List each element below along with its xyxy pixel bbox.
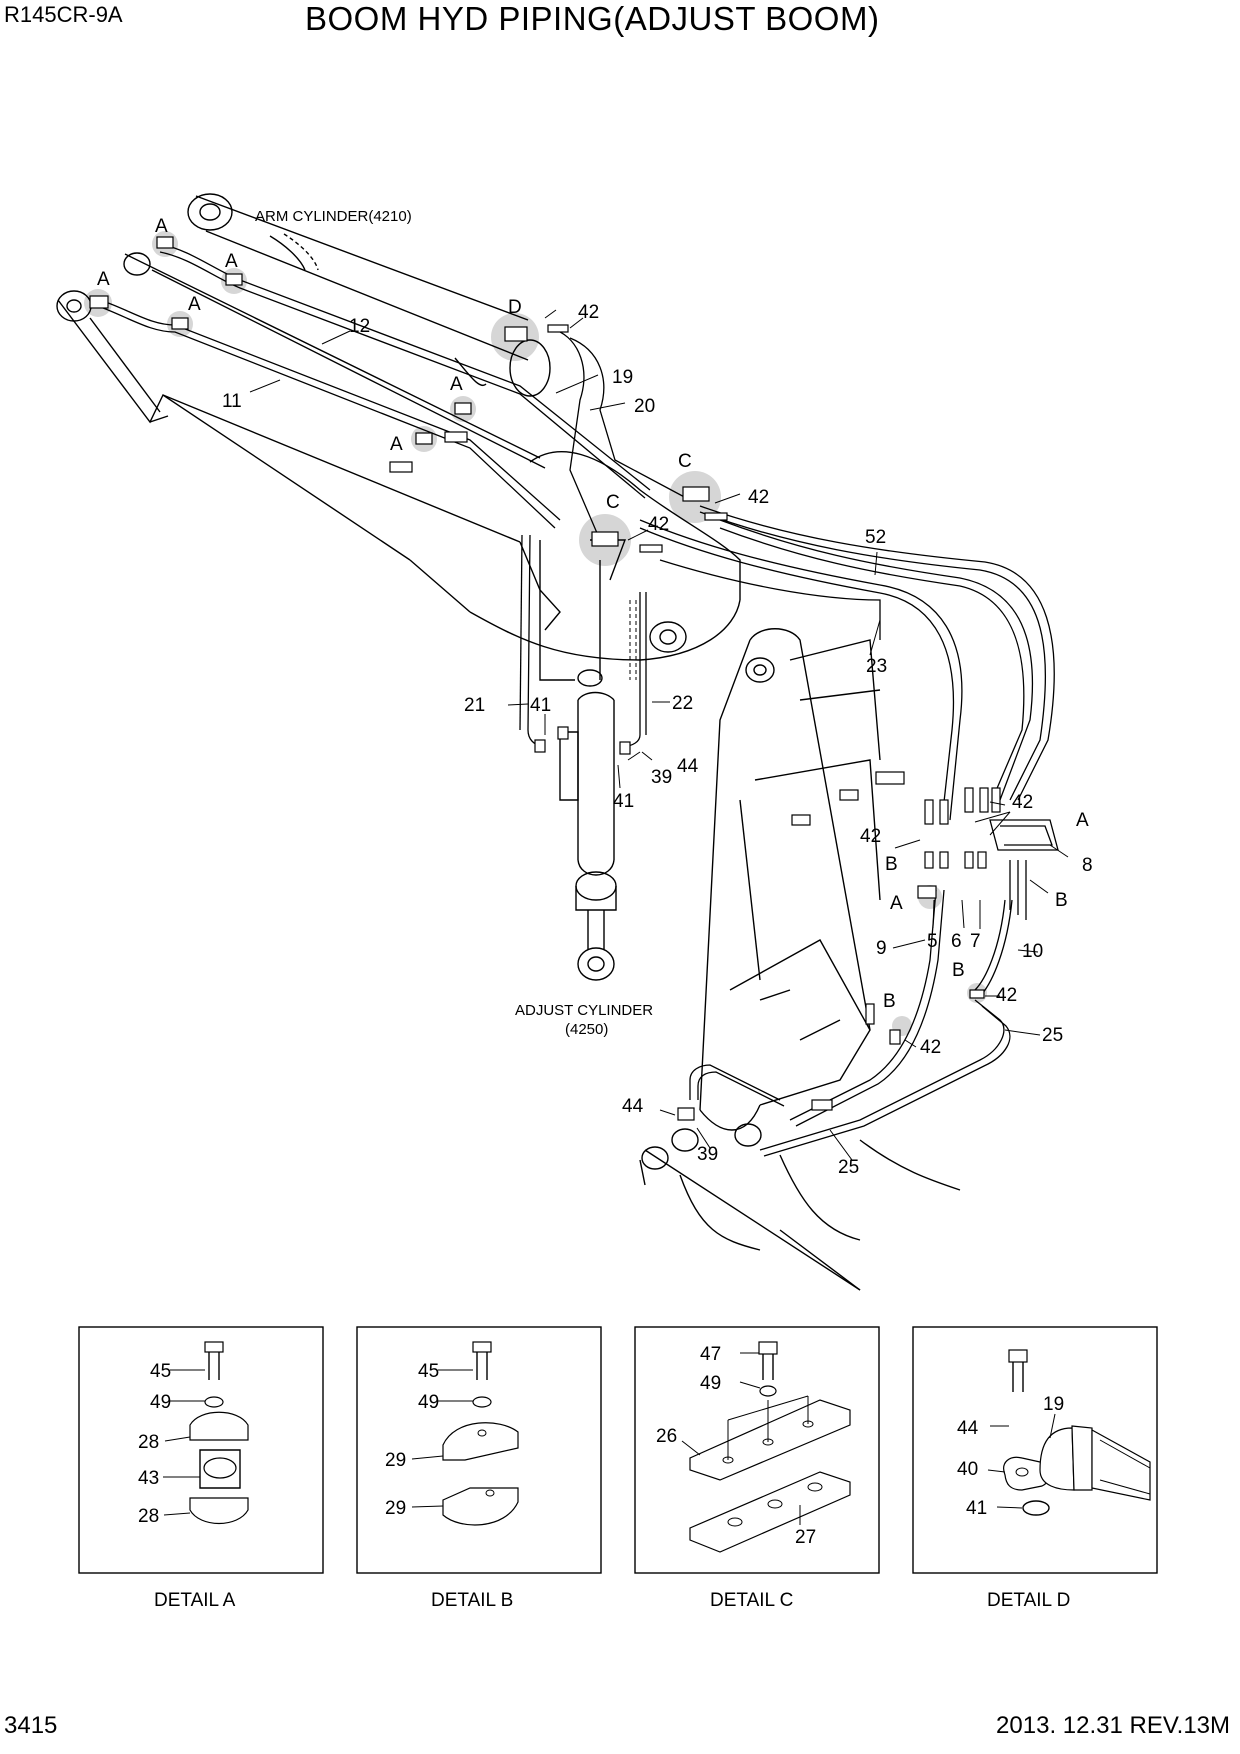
part-label-42: 42 [648, 514, 669, 535]
part-label-6: 6 [951, 931, 962, 952]
ref-a: A [890, 893, 903, 914]
main-illustration: ARM CYLINDER(4210) ADJUST CYLINDER (4250… [56, 193, 1093, 1291]
part-label-12: 12 [349, 316, 370, 337]
part-label-39: 39 [697, 1144, 718, 1165]
ref-b: B [952, 960, 965, 981]
part-label-42: 42 [920, 1037, 941, 1058]
ref-a: A [390, 434, 403, 455]
ref-b: B [885, 854, 898, 875]
detail-d-label-19: 19 [1043, 1394, 1064, 1415]
part-label-39: 39 [651, 767, 672, 788]
part-label-44: 44 [677, 756, 699, 777]
ref-a: A [155, 216, 168, 237]
ref-a: A [450, 374, 463, 395]
revision-date: 2013. 12.31 REV.13M [996, 1712, 1230, 1739]
detail-a-label-28: 28 [138, 1506, 159, 1527]
detail-a-caption: DETAIL A [154, 1590, 236, 1611]
detail-b-caption: DETAIL B [431, 1590, 513, 1611]
adjust-cylinder-caption: ADJUST CYLINDER [515, 1002, 653, 1019]
detail-c-label-26: 26 [656, 1426, 677, 1447]
part-label-52: 52 [865, 527, 886, 548]
detail-b-label-49: 49 [418, 1392, 439, 1413]
arm-cylinder-caption: ARM CYLINDER(4210) [255, 208, 412, 225]
detail-a-panel: 45 49 28 43 28 DETAIL A [78, 1326, 324, 1611]
part-label-11: 11 [222, 391, 242, 412]
ref-a: A [1076, 810, 1089, 831]
part-label-42: 42 [996, 985, 1017, 1006]
arm-cylinder [187, 193, 551, 397]
part-label-10: 10 [1022, 941, 1043, 962]
part-label-21: 21 [464, 695, 485, 716]
leader-lines [249, 309, 1069, 1161]
detail-d-label-41: 41 [966, 1498, 987, 1519]
part-label-19: 19 [612, 367, 633, 388]
adjust-cylinder [559, 669, 617, 981]
detail-a-label-43: 43 [138, 1468, 159, 1489]
part-label-5: 5 [927, 931, 938, 952]
ref-b: B [1055, 890, 1068, 911]
ref-c: C [678, 451, 692, 472]
part-label-42: 42 [578, 302, 599, 323]
detail-a-label-49: 49 [150, 1392, 171, 1413]
detail-b-label-29: 29 [385, 1450, 406, 1471]
detail-b-label-45: 45 [418, 1361, 439, 1382]
detail-a-label-45: 45 [150, 1361, 171, 1382]
detail-d-label-40: 40 [957, 1459, 978, 1480]
part-label-7: 7 [970, 931, 981, 952]
detail-c-caption: DETAIL C [710, 1590, 793, 1611]
part-label-20: 20 [634, 396, 655, 417]
part-label-41: 41 [530, 695, 551, 716]
page-title: BOOM HYD PIPING(ADJUST BOOM) [305, 0, 880, 37]
detail-c-label-49: 49 [700, 1373, 721, 1394]
part-label-42: 42 [1012, 792, 1033, 813]
part-label-42: 42 [860, 826, 881, 847]
part-label-8: 8 [1082, 855, 1093, 876]
clamps-fittings [89, 236, 1001, 1121]
part-label-42: 42 [748, 487, 769, 508]
detail-reference-letters: A A A A A A D C C A B A B B B [97, 216, 1089, 1012]
boom-structure [56, 252, 961, 1291]
ref-d: D [508, 297, 522, 318]
part-label-25: 25 [838, 1157, 859, 1178]
model-code: R145CR-9A [4, 2, 123, 27]
ref-b: B [883, 991, 896, 1012]
part-label-22: 22 [672, 693, 693, 714]
detail-c-label-47: 47 [700, 1344, 721, 1365]
detail-b-panel: 45 49 29 29 DETAIL B [356, 1326, 602, 1611]
part-label-25: 25 [1042, 1025, 1063, 1046]
ref-a: A [188, 294, 201, 315]
detail-c-label-27: 27 [795, 1527, 816, 1548]
ref-a: A [225, 251, 238, 272]
ref-a: A [97, 269, 110, 290]
part-label-44: 44 [622, 1096, 644, 1117]
detail-c-panel: 47 49 26 27 DETAIL C [634, 1326, 880, 1611]
detail-d-panel: 44 19 40 41 DETAIL D [912, 1326, 1158, 1611]
part-label-23: 23 [866, 656, 887, 677]
part-label-41: 41 [613, 791, 634, 812]
ref-c: C [606, 492, 620, 513]
page-number: 3415 [4, 1712, 58, 1739]
detail-d-label-44: 44 [957, 1418, 979, 1439]
adjust-cylinder-code: (4250) [565, 1021, 608, 1038]
part-label-9: 9 [876, 938, 887, 959]
detail-d-caption: DETAIL D [987, 1590, 1070, 1611]
highlight-circles [84, 231, 987, 1036]
detail-b-label-29: 29 [385, 1498, 406, 1519]
detail-a-label-28: 28 [138, 1432, 159, 1453]
part-number-labels: 12 11 42 19 20 42 42 52 23 21 41 22 44 3… [222, 302, 1093, 1178]
